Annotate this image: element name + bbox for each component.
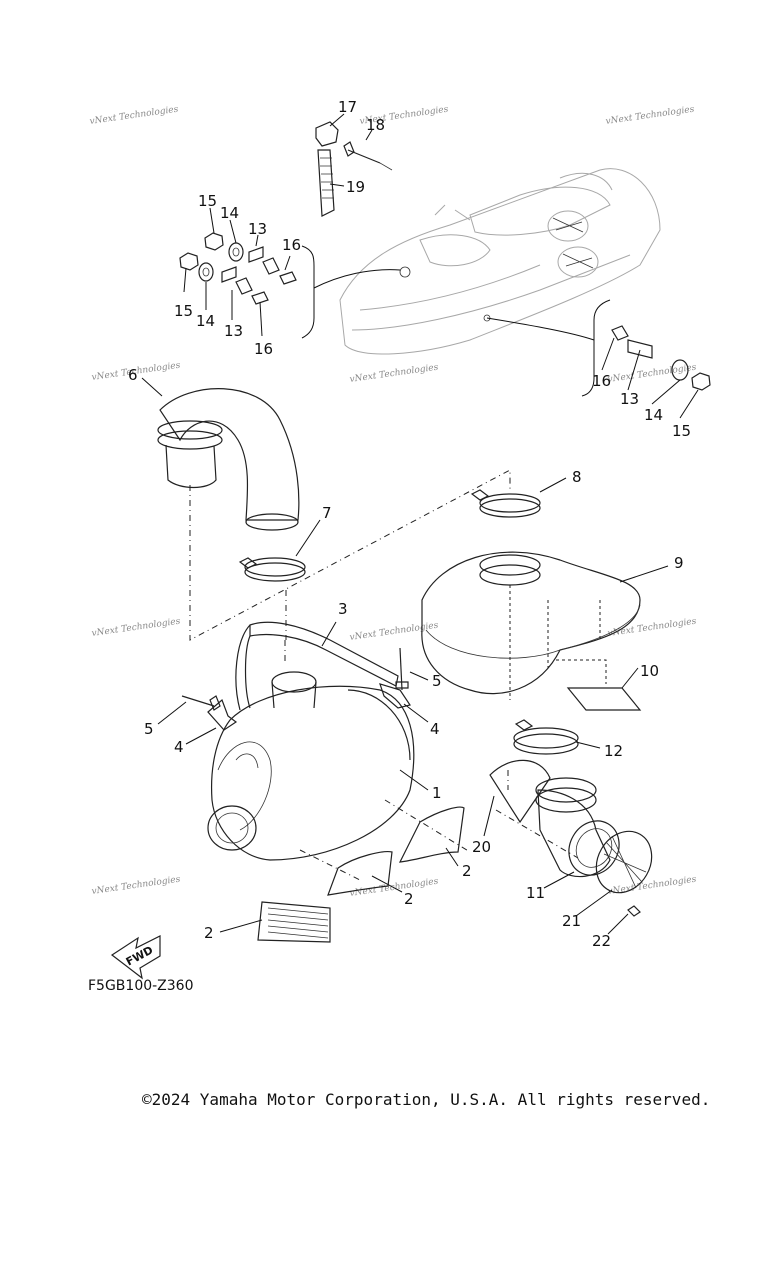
callout-11: 11 [526,884,545,902]
callout-22: 22 [592,932,611,950]
callout-21: 21 [562,912,581,930]
leader-lines [141,113,699,935]
clamps [238,489,579,755]
svg-text:vNext Technologies: vNext Technologies [91,617,181,639]
callout-16: 16 [592,372,611,390]
callout-2: 2 [462,862,472,880]
callout-15: 15 [672,422,691,440]
watermark: vNext Technologies [91,617,181,639]
callout-5: 5 [144,720,154,738]
callout-18: 18 [366,116,385,134]
callout-14: 14 [220,204,239,222]
hardware-cluster-right [486,299,711,397]
callout-15: 15 [198,192,217,210]
svg-text:vNext Technologies: vNext Technologies [607,875,697,897]
outlet-assembly [489,759,653,917]
callout-8: 8 [572,468,582,486]
callout-16: 16 [282,236,301,254]
elbow-hose-6 [157,388,300,531]
svg-text:vNext Technologies: vNext Technologies [605,105,695,127]
watermark: vNext Technologies [605,105,695,127]
callout-10: 10 [640,662,659,680]
watermarks: vNext Technologies vNext Technologies vN… [89,105,697,899]
cable-tie-group [315,121,393,217]
watermark: vNext Technologies [91,875,181,897]
watermark: vNext Technologies [607,875,697,897]
callout-5: 5 [432,672,442,690]
callout-4: 4 [174,738,184,756]
callout-13: 13 [248,220,267,238]
muffler-1 [207,671,471,861]
water-box-9 [421,551,641,700]
callout-19: 19 [346,178,365,196]
callout-17: 17 [338,98,357,116]
assembly-lines [189,469,579,859]
diagram-code: F5GB100-Z360 [88,978,194,994]
watercraft-illustration [339,168,661,355]
callout-14: 14 [644,406,663,424]
callout-15: 15 [174,302,193,320]
watermark: vNext Technologies [607,363,697,385]
callout-9: 9 [674,554,684,572]
pad-10 [556,659,642,711]
svg-text:vNext Technologies: vNext Technologies [349,621,439,643]
callout-1: 1 [432,784,442,802]
fwd-arrow: FWD [110,935,161,980]
brackets-4-5 [181,647,411,731]
callout-12: 12 [604,742,623,760]
svg-text:vNext Technologies: vNext Technologies [91,875,181,897]
svg-text:vNext Technologies: vNext Technologies [349,363,439,385]
watermark: vNext Technologies [349,621,439,643]
callout-3: 3 [338,600,348,618]
svg-text:vNext Technologies: vNext Technologies [607,363,697,385]
callouts: 17 18 19 15 14 13 16 15 14 13 16 16 13 1… [128,98,691,950]
callout-7: 7 [322,504,332,522]
callout-13: 13 [224,322,243,340]
callout-2: 2 [404,890,414,908]
callout-16: 16 [254,340,273,358]
fwd-label: FWD [124,944,156,969]
watermark: vNext Technologies [349,363,439,385]
copyright-notice: ©2024 Yamaha Motor Corporation, U.S.A. A… [142,1090,711,1109]
callout-6: 6 [128,366,138,384]
watermark: vNext Technologies [89,105,179,127]
callout-2: 2 [204,924,214,942]
callout-13: 13 [620,390,639,408]
callout-4: 4 [430,720,440,738]
callout-20: 20 [472,838,491,856]
strap-3 [235,621,399,711]
heat-shields-2 [257,806,465,943]
callout-14: 14 [196,312,215,330]
svg-text:vNext Technologies: vNext Technologies [89,105,179,127]
